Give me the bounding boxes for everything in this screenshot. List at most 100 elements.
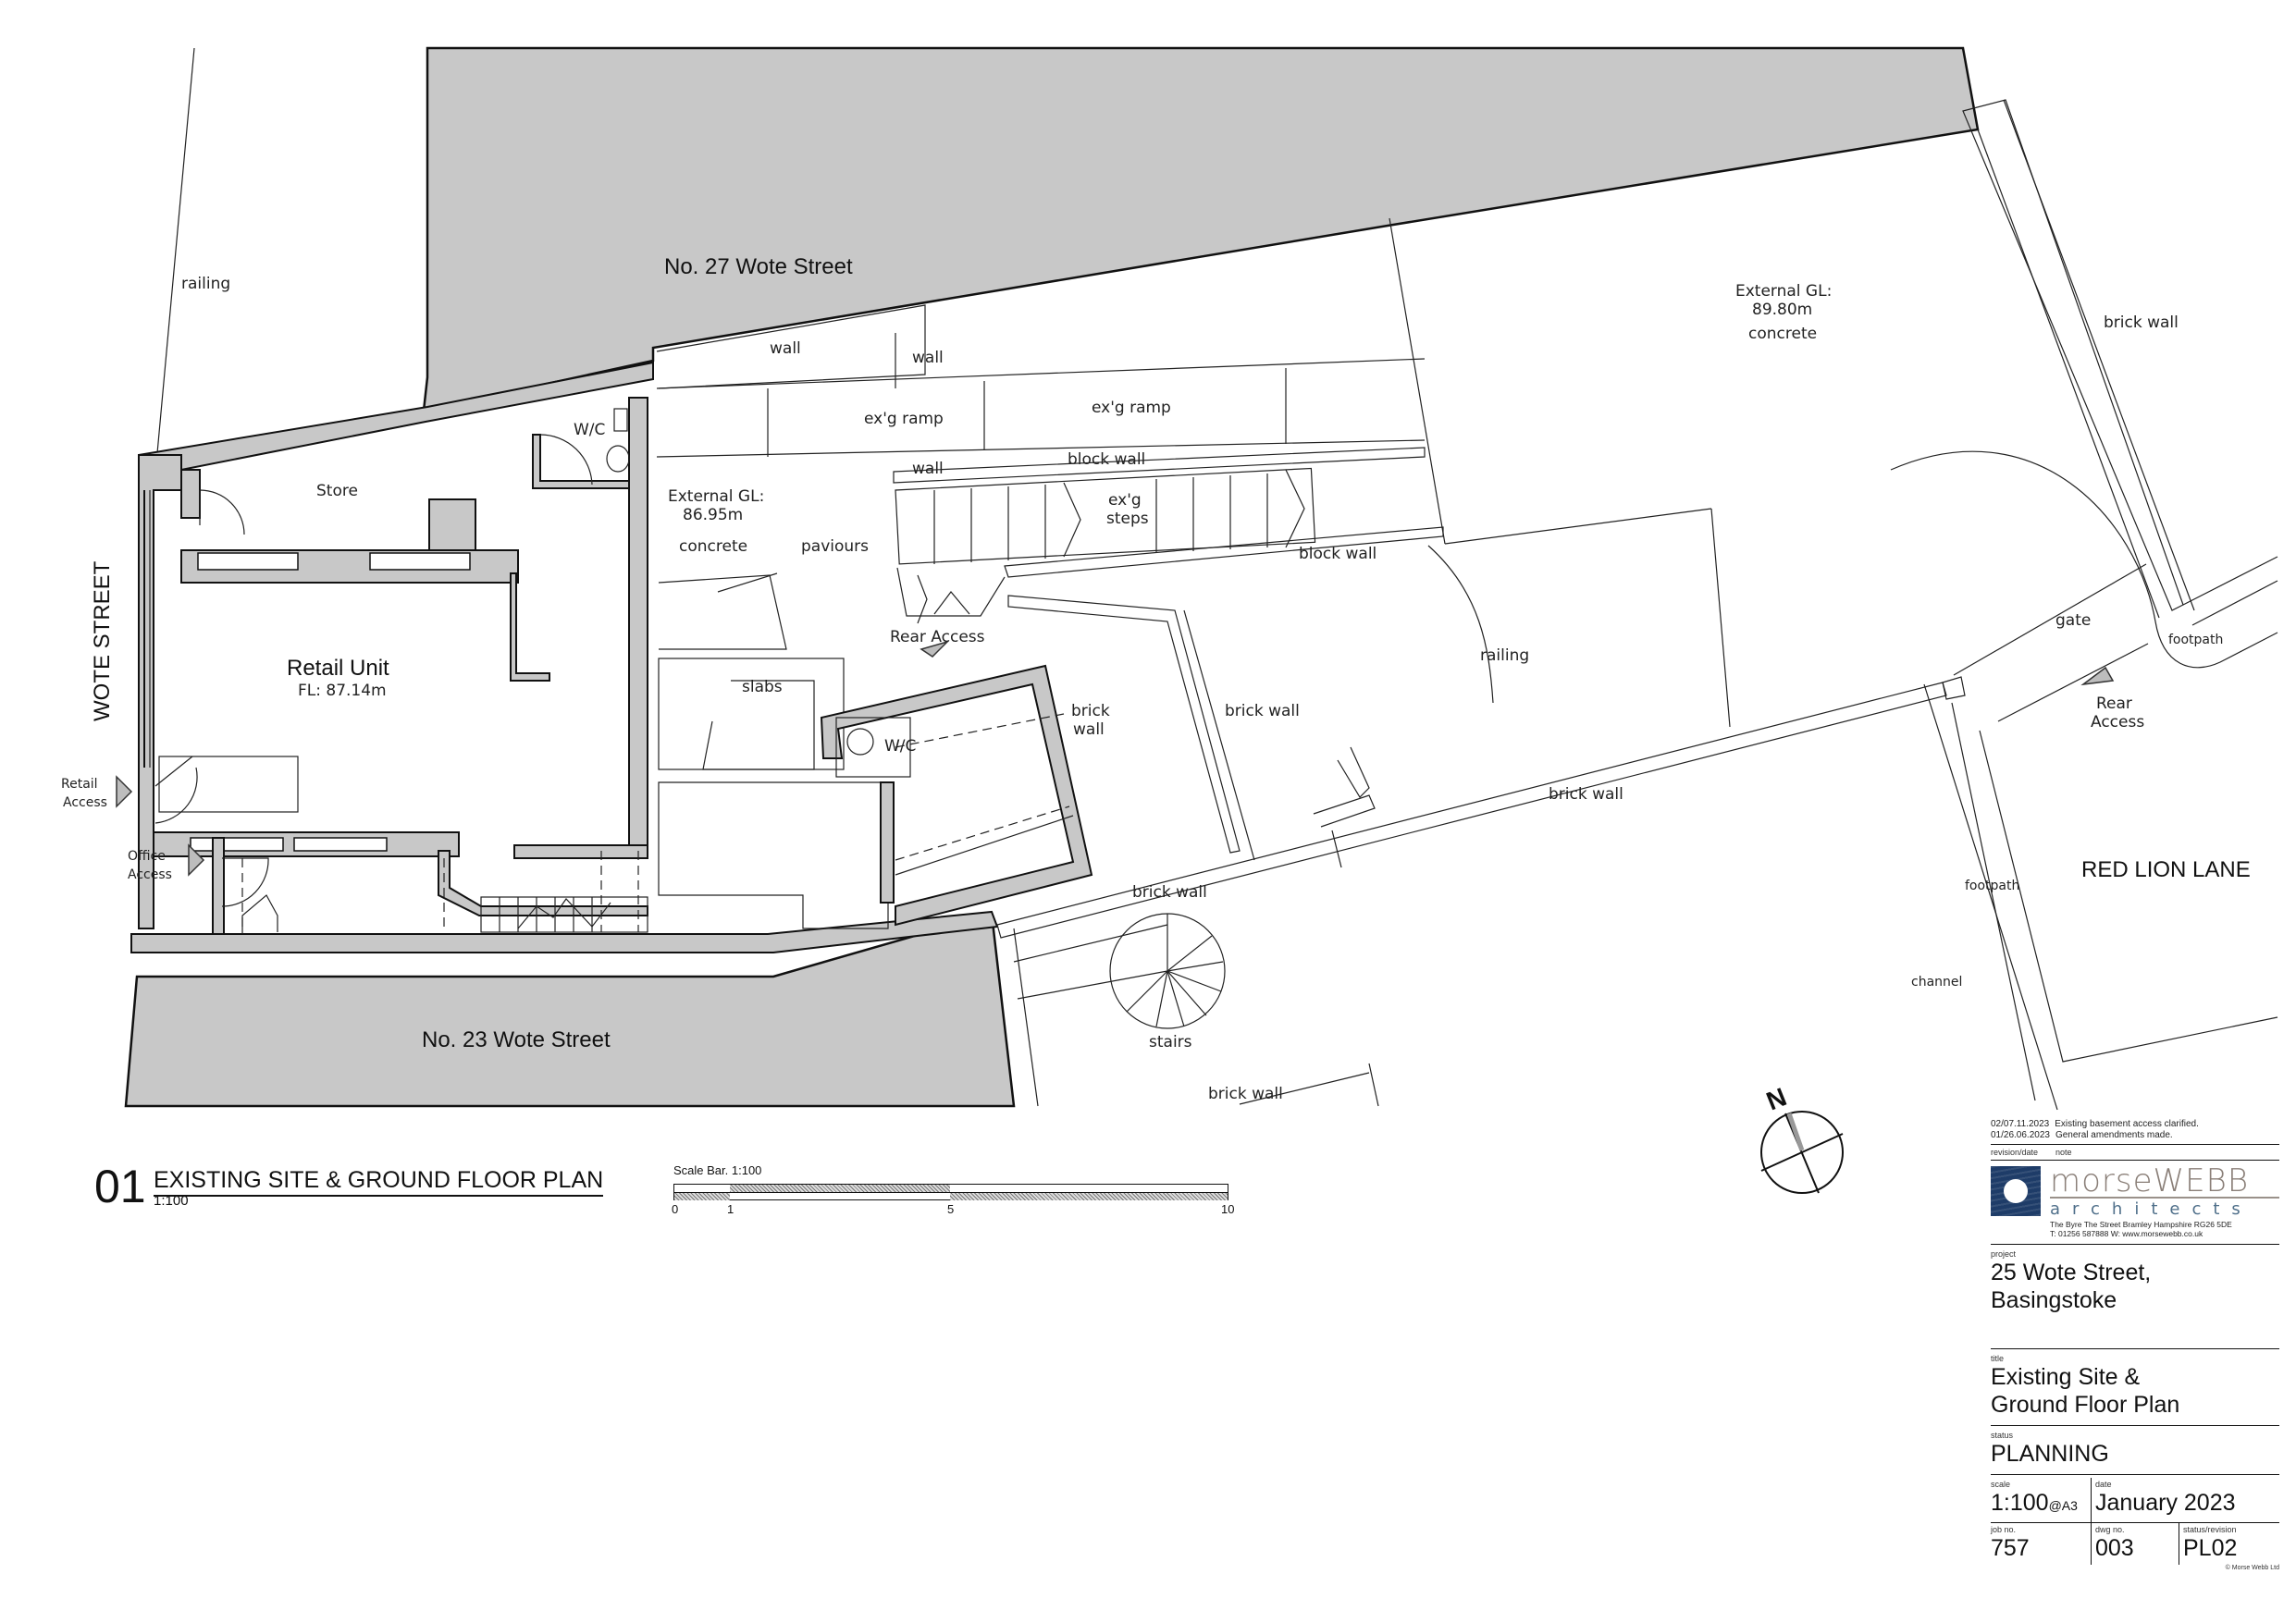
brick-wall-d-label: brick wall — [1132, 883, 1207, 902]
block-wall-label-2: block wall — [1299, 545, 1376, 563]
revision-date: 02/07.11.2023 — [1991, 1119, 2050, 1129]
block-wall-label-1: block wall — [1068, 450, 1145, 469]
wall-label-2: wall — [912, 349, 944, 367]
footpath-1-label: footpath — [2168, 633, 2223, 647]
rear-access-arrow-icon — [920, 640, 950, 658]
brick-wall-f-label: brick wall — [2104, 314, 2179, 332]
railing-mid-label: railing — [1480, 646, 1529, 665]
date-field: date January 2023 — [2091, 1478, 2240, 1522]
dwg-no-value: 003 — [2095, 1535, 2134, 1561]
scale-tick-10: 10 — [1221, 1202, 1235, 1216]
exg-ramp-label-2: ex'g ramp — [1092, 399, 1171, 417]
spiral-stairs — [1013, 913, 1226, 1029]
office-access-arrow-icon — [188, 843, 205, 877]
ext-gl-1-label-b: 86.95m — [683, 506, 743, 524]
no27-building — [422, 46, 1980, 412]
scale-suffix: @A3 — [2048, 1498, 2078, 1513]
company-address: The Byre The Street Bramley Hampshire RG… — [2050, 1220, 2232, 1229]
project-name-line2: Basingstoke — [1991, 1287, 2117, 1313]
slabs-label: slabs — [742, 678, 783, 696]
wc-upper-label: W/C — [574, 421, 605, 439]
revision-note: General amendments made. — [2055, 1130, 2173, 1140]
title-field: title Existing Site & Ground Floor Plan — [1991, 1352, 2279, 1422]
exg-ramp-label-1: ex'g ramp — [864, 410, 944, 428]
rear-access-right-label-1: Rear — [2096, 695, 2132, 713]
scale-bar — [673, 1184, 1228, 1200]
north-arrow-icon — [1760, 1111, 1844, 1194]
revision-header-note: note — [2055, 1148, 2072, 1157]
office-access-label-1: Office — [128, 849, 166, 864]
paviours-label: paviours — [801, 537, 869, 556]
ext-gl-2-label-b: 89.80m — [1752, 301, 1812, 319]
project-name-line1: 25 Wote Street, — [1991, 1260, 2152, 1285]
internal-stairs — [443, 851, 648, 933]
wc-rear-label: W/C — [884, 737, 916, 756]
status-revision-value: PL02 — [2183, 1535, 2238, 1561]
revision-row: 01/26.06.2023 General amendments made. — [1991, 1130, 2279, 1141]
no23-label: No. 23 Wote Street — [422, 1027, 611, 1052]
retail-access-arrow-icon — [116, 775, 133, 808]
logo-wordmark: morseWEBB — [2050, 1162, 2250, 1199]
railing-top-label: railing — [181, 275, 230, 293]
scale-value: 1:100 — [1991, 1490, 2049, 1516]
company-contact: T: 01256 587888 W: www.morsewebb.co.uk — [2050, 1229, 2203, 1238]
title-block: 02/07.11.2023 Existing basement access c… — [1991, 1119, 2279, 1571]
company-logo: morseWEBB architects — [1991, 1162, 2279, 1219]
revision-list: 02/07.11.2023 Existing basement access c… — [1991, 1119, 2279, 1141]
wote-street-label: WOTE STREET — [90, 560, 115, 721]
scale-tick-5: 5 — [947, 1202, 955, 1216]
retail-access-label-1: Retail — [61, 777, 98, 792]
drawing-scale: 1:100 — [154, 1193, 189, 1209]
wall-label-3: wall — [912, 460, 944, 478]
revision-header-date: revision/date — [1991, 1148, 2039, 1157]
scale-bar-label: Scale Bar. 1:100 — [673, 1163, 762, 1177]
logo-subtitle: architects — [2050, 1199, 2253, 1219]
office-access-label-2: Access — [128, 867, 172, 882]
footpath-2-label: footpath — [1965, 879, 2019, 893]
exg-steps-label-2: steps — [1106, 510, 1149, 528]
revision-note: Existing basement access clarified. — [2055, 1119, 2199, 1129]
exg-steps-label-1: ex'g — [1108, 491, 1142, 510]
copyright: © Morse Webb Ltd — [2225, 1565, 2279, 1571]
ext-gl-1-label-a: External GL: — [668, 487, 764, 506]
red-lion-lane-label: RED LION LANE — [2081, 857, 2251, 882]
job-no-value: 757 — [1991, 1535, 2030, 1561]
gate-label: gate — [2055, 611, 2091, 630]
brick-wall-c-label: brick wall — [1549, 785, 1623, 804]
rear-access-mid-label: Rear Access — [890, 628, 985, 646]
dwg-no-field: dwg no. 003 — [2091, 1523, 2179, 1565]
rear-access-right-arrow-icon — [2080, 666, 2115, 686]
title-line2: Ground Floor Plan — [1991, 1392, 2180, 1418]
scale-tick-0: 0 — [672, 1202, 679, 1216]
rear-access-right-label-2: Access — [2091, 713, 2144, 732]
revision-row: 02/07.11.2023 Existing basement access c… — [1991, 1119, 2279, 1130]
channel-label: channel — [1911, 975, 1962, 990]
date-value: January 2023 — [2095, 1490, 2236, 1516]
concrete-1-label: concrete — [679, 537, 747, 556]
wall-label-1: wall — [770, 339, 801, 358]
title-line1: Existing Site & — [1991, 1364, 2141, 1390]
brick-wall-b-label: brick wall — [1225, 702, 1300, 720]
retail-unit-label: Retail Unit — [287, 656, 389, 681]
status-value: PLANNING — [1991, 1441, 2109, 1467]
retail-fl-label: FL: 87.14m — [298, 682, 387, 700]
no27-label: No. 27 Wote Street — [664, 254, 853, 279]
scale-field: scale 1:100@A3 — [1991, 1480, 2078, 1516]
ext-gl-2-label-a: External GL: — [1735, 282, 1832, 301]
no23-building — [124, 912, 1016, 1108]
project-field: project 25 Wote Street, Basingstoke — [1991, 1248, 2279, 1346]
brick-wall-a2-label: wall — [1073, 720, 1105, 739]
store-label: Store — [316, 482, 358, 500]
north-label: N — [1762, 1082, 1790, 1115]
drawing-number: 01 — [94, 1161, 146, 1212]
logo-mark-icon — [1991, 1166, 2041, 1216]
status-field: status PLANNING — [1991, 1429, 2279, 1471]
retail-access-label-2: Access — [63, 795, 107, 810]
brick-wall-e-label: brick wall — [1208, 1085, 1283, 1103]
job-no-field: job no. 757 — [1991, 1523, 2091, 1565]
status-revision-field: status/revision PL02 — [2179, 1523, 2240, 1565]
drawing-heading: EXISTING SITE & GROUND FLOOR PLAN — [154, 1167, 604, 1197]
scale-tick-1: 1 — [727, 1202, 734, 1216]
stairs-label: stairs — [1149, 1033, 1192, 1051]
